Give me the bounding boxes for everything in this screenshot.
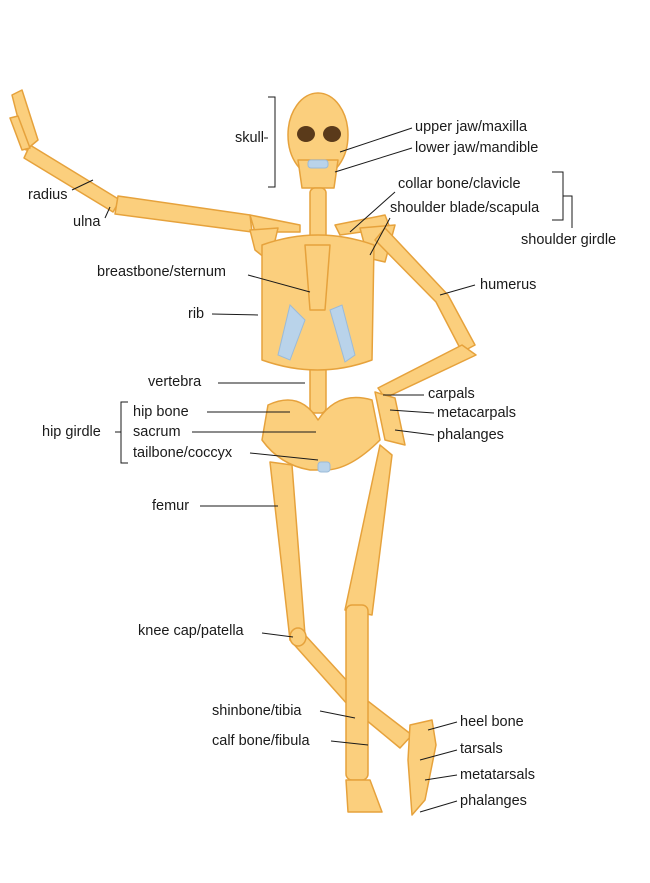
leader-lines [71, 96, 573, 813]
label-tibia: shinbone/tibia [212, 703, 302, 719]
label-tarsals: tarsals [460, 741, 503, 757]
label-heel-bone: heel bone [460, 714, 524, 730]
label-rib: rib [188, 306, 205, 322]
label-skull: skull [234, 130, 264, 146]
pelvis-shape [261, 396, 381, 471]
label-metacarpals: metacarpals [437, 405, 516, 421]
label-shoulder-girdle: shoulder girdle [521, 232, 617, 248]
label-coccyx: tailbone/coccyx [133, 445, 233, 461]
label-hand-phalanges: phalanges [437, 427, 504, 443]
label-ulna: ulna [73, 214, 101, 230]
label-radius: radius [28, 187, 68, 203]
label-vertebra: vertebra [148, 374, 202, 390]
label-hip-girdle: hip girdle [42, 424, 101, 440]
label-metatarsals: metatarsals [460, 767, 535, 783]
label-carpals: carpals [428, 386, 475, 402]
label-upper-jaw: upper jaw/maxilla [415, 119, 528, 135]
label-lower-jaw: lower jaw/mandible [415, 140, 539, 156]
raised-arm [9, 89, 253, 233]
label-scapula: shoulder blade/scapula [390, 200, 540, 216]
label-foot-phalanges: phalanges [460, 793, 527, 809]
label-fibula: calf bone/fibula [212, 733, 310, 749]
label-patella: knee cap/patella [138, 623, 244, 639]
label-clavicle: collar bone/clavicle [398, 176, 521, 192]
label-femur: femur [152, 498, 190, 514]
label-sternum: breastbone/sternum [97, 264, 226, 280]
label-hip-bone: hip bone [133, 404, 189, 420]
label-sacrum: sacrum [133, 424, 181, 440]
label-humerus: humerus [480, 277, 537, 293]
